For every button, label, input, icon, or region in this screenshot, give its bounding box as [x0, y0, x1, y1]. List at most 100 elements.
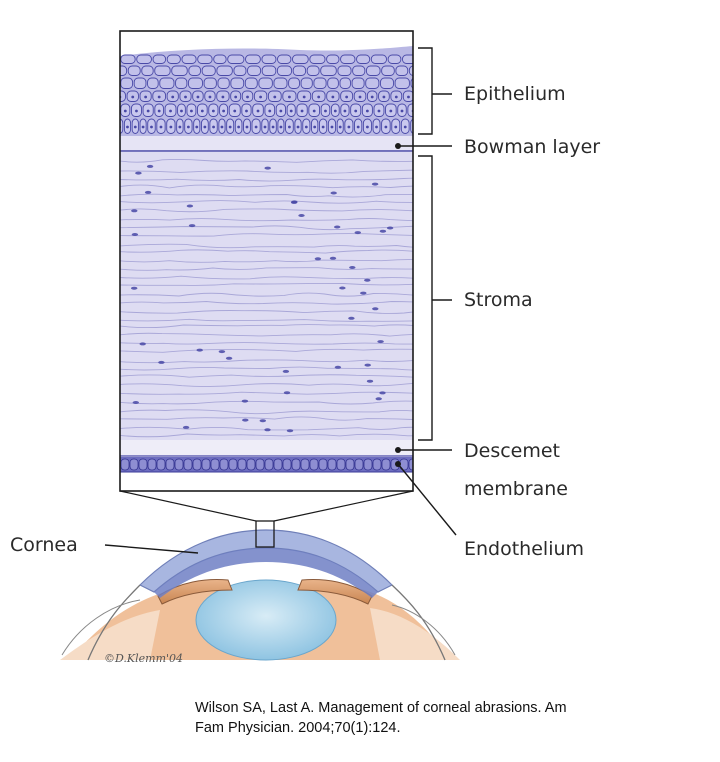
cell-nucleus — [159, 125, 163, 129]
keratocyte-nucleus — [196, 348, 203, 352]
cell-nucleus — [234, 95, 238, 99]
stroma-fiber — [120, 324, 413, 329]
stroma-fiber — [120, 249, 413, 254]
keratocyte-nucleus — [139, 342, 146, 346]
citation-line-1: Wilson SA, Last A. Management of corneal… — [195, 700, 567, 716]
epithelial-cell — [197, 54, 213, 64]
epithelial-cell — [300, 77, 313, 89]
stroma-fiber — [120, 225, 413, 231]
epithelial-cell — [365, 77, 380, 89]
cell-nucleus — [347, 125, 351, 129]
bowman-layer — [120, 136, 413, 151]
epithelial-cell — [340, 54, 356, 64]
descemet-layer — [120, 440, 413, 456]
endothelial-cell — [183, 458, 193, 471]
cell-nucleus — [200, 109, 204, 113]
cornea-inner — [154, 548, 378, 598]
cell-nucleus — [321, 125, 325, 129]
epithelial-cell — [381, 65, 395, 76]
epithelial-cell — [370, 54, 387, 64]
epithelial-cell — [166, 54, 181, 64]
stroma-fiber — [120, 301, 413, 305]
citation-line-2: Fam Physician. 2004;70(1):124. — [195, 720, 401, 736]
endothelial-cell — [327, 458, 337, 471]
epithelial-cell — [326, 54, 340, 64]
stroma-fiber — [120, 267, 413, 271]
endothelial-cell — [282, 458, 292, 471]
endothelial-cell — [120, 458, 130, 471]
endothelial-cell — [309, 458, 319, 471]
endothelial-cell — [336, 458, 346, 471]
sclera-left — [87, 584, 141, 661]
cell-nucleus — [178, 125, 182, 129]
annotations — [104, 47, 457, 554]
cell-nucleus — [157, 109, 161, 113]
cell-nucleus — [169, 125, 173, 129]
epithelial-cell — [230, 77, 245, 89]
epithelial-cell — [244, 77, 258, 89]
cell-nucleus — [150, 125, 153, 129]
keratocyte-nucleus — [132, 401, 139, 404]
epithelial-cell — [127, 65, 141, 76]
cell-nucleus — [279, 125, 283, 129]
epithelial-cell — [171, 65, 188, 76]
stroma-fiber — [120, 310, 413, 314]
keratocyte-nucleus — [135, 171, 142, 175]
artist-signature: ©D.Klemm'04 — [104, 652, 184, 665]
endothelial-cell — [138, 458, 148, 471]
cell-nucleus — [403, 125, 407, 129]
endothelial-cell — [345, 458, 355, 471]
keratocyte-nucleus — [366, 379, 374, 383]
endothelial-cell — [174, 458, 184, 471]
cell-nucleus — [144, 95, 148, 99]
keratocyte-nucleus — [290, 200, 298, 204]
stroma-fiber — [120, 400, 413, 405]
epithelial-cell — [402, 54, 413, 64]
citation: Wilson SA, Last A. Management of corneal… — [195, 698, 715, 738]
endothelial-cell — [372, 458, 382, 471]
epithelial-cell — [292, 65, 307, 76]
keratocyte-nucleus — [348, 316, 355, 320]
cell-nucleus — [317, 95, 321, 99]
lens — [195, 579, 337, 661]
cell-nucleus — [338, 125, 342, 129]
cell-nucleus — [370, 95, 374, 99]
endothelial-cell — [156, 458, 166, 471]
keratocyte-nucleus — [188, 224, 196, 228]
cell-nucleus — [126, 125, 129, 129]
iris-right — [297, 579, 373, 605]
epithelial-cell — [175, 77, 188, 89]
endothelial-cell — [264, 458, 274, 471]
endothelial-cell — [363, 458, 373, 471]
epithelial-cell — [181, 54, 197, 64]
endothelial-cell — [318, 458, 328, 471]
stroma-fiber — [120, 348, 413, 353]
keratocyte-nucleus — [146, 164, 154, 168]
keratocyte-nucleus — [282, 369, 290, 373]
cell-nucleus — [157, 95, 161, 99]
keratocyte-nucleus — [334, 225, 341, 229]
zoom-line-right — [273, 490, 414, 522]
cell-nucleus — [259, 95, 262, 99]
keratocyte-nucleus — [377, 340, 384, 344]
layer-panel-frame — [119, 30, 414, 492]
keratocyte-nucleus — [379, 391, 386, 395]
cell-nucleus — [246, 95, 249, 99]
endothelium-cells — [120, 458, 413, 471]
stroma-fiber — [120, 169, 413, 174]
cell-nucleus — [256, 109, 260, 113]
endothelial-cell — [228, 458, 238, 471]
keratocyte-nucleus — [339, 286, 346, 290]
layer-panel — [120, 31, 413, 491]
stroma-fiber — [120, 193, 413, 198]
endothelial-cell — [381, 458, 391, 471]
cell-nucleus — [263, 125, 267, 129]
cell-nucleus — [356, 125, 360, 129]
stroma-fiber — [120, 416, 413, 421]
cell-nucleus — [375, 125, 378, 129]
label-cornea: Cornea — [10, 534, 78, 556]
epithelial-cell — [276, 65, 293, 76]
epithelial-cell — [408, 65, 413, 76]
cell-nucleus — [228, 125, 232, 129]
stroma-fiber — [120, 332, 413, 337]
